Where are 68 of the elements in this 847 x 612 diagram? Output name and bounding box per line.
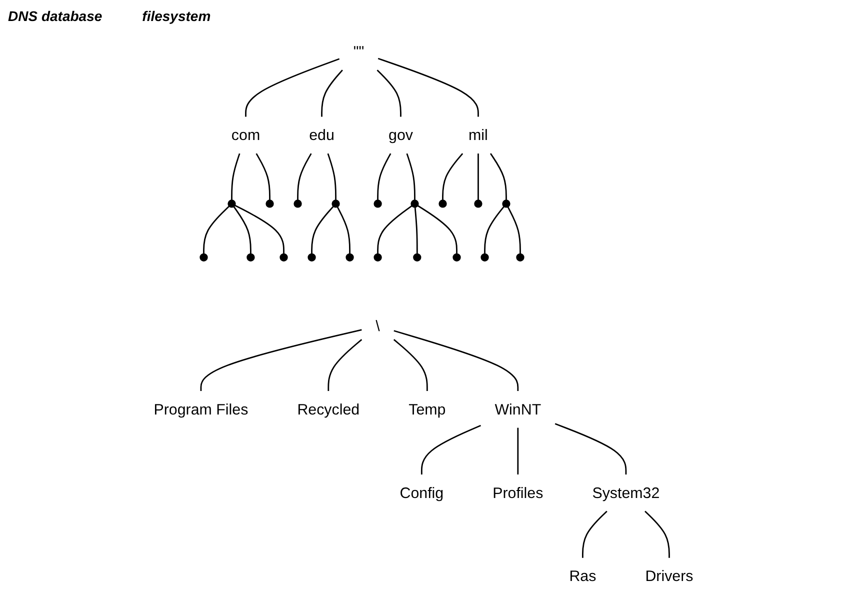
connector bbox=[554, 423, 627, 474]
connector bbox=[393, 339, 428, 392]
node-circle bbox=[308, 253, 316, 262]
node-circle bbox=[474, 200, 482, 208]
node-text: gov bbox=[388, 126, 413, 144]
node-circle bbox=[452, 253, 461, 262]
connector bbox=[377, 153, 392, 200]
node-circle bbox=[280, 253, 288, 262]
connector bbox=[297, 153, 312, 200]
connector bbox=[231, 153, 240, 200]
node-text: Profiles bbox=[492, 484, 544, 502]
section-heading: filesystem bbox=[142, 8, 211, 24]
connector bbox=[256, 153, 270, 200]
node-circle bbox=[374, 200, 382, 208]
connector bbox=[376, 70, 402, 117]
node-circle bbox=[266, 200, 274, 208]
connector bbox=[245, 58, 340, 117]
connector bbox=[517, 428, 519, 474]
node-text: Drivers bbox=[645, 567, 694, 585]
node-text: Recycled bbox=[297, 400, 360, 418]
node-text: \ bbox=[376, 316, 380, 334]
connector bbox=[234, 204, 284, 254]
connector bbox=[321, 70, 343, 117]
node-text: Ras bbox=[569, 567, 596, 585]
connector bbox=[378, 58, 479, 117]
connector bbox=[582, 510, 608, 558]
connector bbox=[490, 153, 507, 200]
connector bbox=[311, 206, 334, 254]
node-circle bbox=[410, 200, 419, 208]
node-circle bbox=[294, 200, 302, 208]
node-circle bbox=[516, 253, 524, 262]
node-text: mil bbox=[468, 126, 488, 144]
connector bbox=[484, 206, 505, 254]
node-circle bbox=[332, 200, 340, 208]
node-circle bbox=[346, 253, 354, 262]
node-text: WinNT bbox=[494, 400, 542, 418]
connector bbox=[203, 206, 230, 254]
node-text: Temp bbox=[408, 400, 446, 418]
connector bbox=[478, 154, 479, 200]
connector bbox=[414, 207, 418, 254]
node-circle bbox=[438, 200, 447, 208]
node-text: System32 bbox=[592, 484, 660, 502]
connector bbox=[442, 153, 464, 200]
node-circle bbox=[413, 253, 422, 262]
node-circle bbox=[480, 253, 489, 262]
connector bbox=[644, 510, 670, 558]
node-circle bbox=[200, 253, 208, 262]
connector bbox=[233, 206, 252, 254]
node-circle bbox=[374, 253, 382, 262]
connector bbox=[406, 153, 416, 200]
node-circle bbox=[246, 253, 255, 262]
section-heading: DNS database bbox=[8, 8, 102, 24]
node-text: "" bbox=[353, 42, 364, 60]
connector bbox=[394, 330, 519, 392]
connector bbox=[336, 206, 350, 254]
node-circle bbox=[228, 200, 236, 208]
node-text: com bbox=[231, 126, 260, 144]
connector bbox=[507, 206, 521, 254]
connector bbox=[328, 339, 362, 392]
connector bbox=[417, 205, 458, 254]
node-text: Program Files bbox=[154, 400, 248, 418]
connector bbox=[420, 424, 481, 474]
connector bbox=[377, 205, 412, 254]
node-circle bbox=[502, 200, 510, 208]
node-text: Config bbox=[400, 484, 444, 502]
connector bbox=[200, 329, 362, 392]
node-text: edu bbox=[309, 126, 334, 144]
connector bbox=[327, 153, 336, 200]
